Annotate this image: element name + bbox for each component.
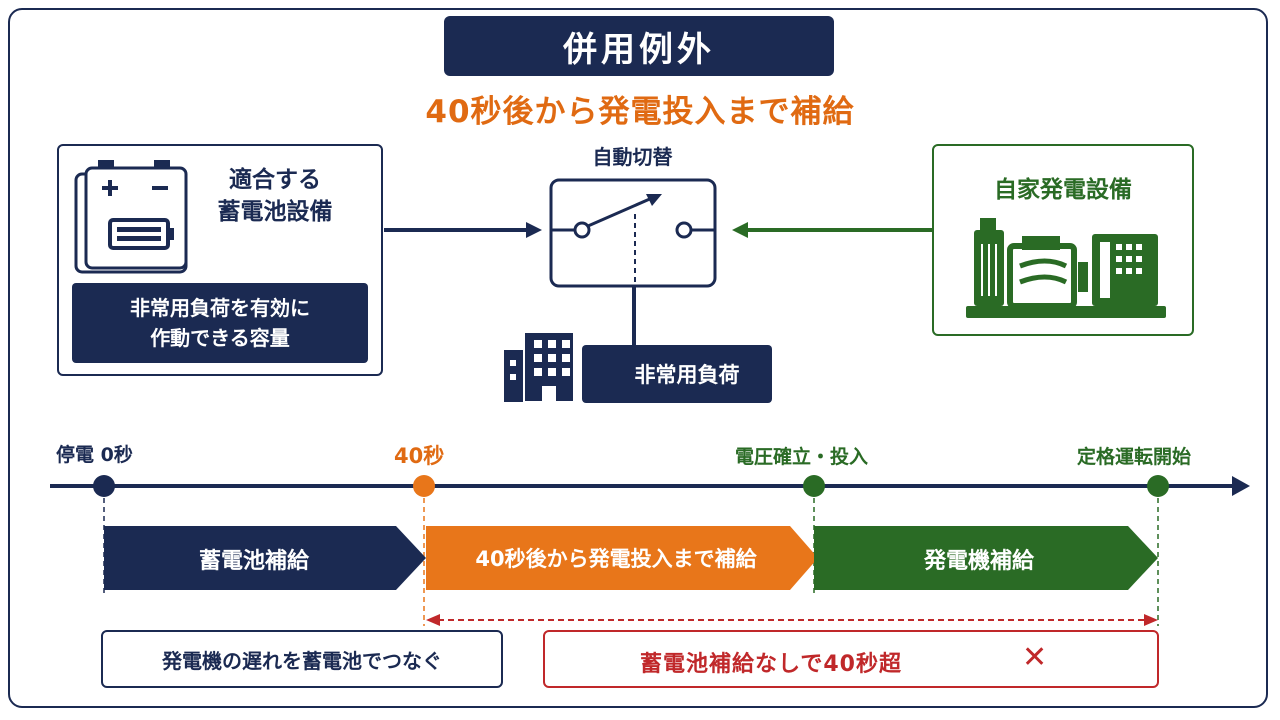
note-over-40s-text: 蓄電池補給なしで40秒超	[640, 652, 902, 677]
cross-icon: ✕	[1022, 640, 1048, 675]
battery-arrowhead	[526, 222, 542, 238]
building-icon	[504, 331, 575, 403]
timeline	[50, 475, 1250, 626]
timeline-point-voltage	[803, 475, 825, 497]
timeline-point-0	[93, 475, 115, 497]
timeline-point-40	[413, 475, 435, 497]
diagram-frame	[8, 8, 1268, 708]
battery-equipment-box	[57, 144, 383, 376]
timeline-arrowhead	[1232, 476, 1250, 496]
battery-label: 適合する 蓄電池設備	[200, 164, 350, 228]
bridge-supply-label: 40秒後から発電投入まで補給	[475, 547, 757, 571]
note-bridge-gap: 発電機の遅れを蓄電池でつなぐ	[101, 630, 503, 688]
timeline-label-40: 40秒	[394, 444, 445, 468]
note-over-40s-box	[543, 630, 1159, 688]
battery-label-line1: 適合する	[229, 167, 321, 193]
battery-capacity-box: 非常用負荷を有効に 作動できる容量	[72, 283, 368, 363]
switch-connections	[384, 178, 932, 348]
battery-supply-bar	[104, 526, 426, 590]
battery-supply-label: 蓄電池補給	[198, 549, 309, 574]
emergency-load-box: 非常用負荷	[582, 345, 772, 403]
battery-label-line2: 蓄電池設備	[217, 199, 333, 225]
generator-label: 自家発電設備	[994, 177, 1132, 203]
generator-equipment-box	[932, 144, 1194, 336]
page-subtitle: 40秒後から発電投入まで補給	[425, 94, 855, 130]
generator-supply-label: 発電機補給	[923, 549, 1034, 574]
generator-icon	[966, 218, 1166, 318]
battery-icon	[74, 160, 188, 274]
timeline-label-voltage: 電圧確立・投入	[735, 446, 869, 468]
generator-supply-bar	[814, 526, 1158, 590]
capacity-line2: 作動できる容量	[150, 326, 290, 350]
auto-switch-label: 自動切替	[592, 145, 673, 169]
page-title: 併用例外	[444, 16, 834, 76]
timeline-point-rated	[1147, 475, 1169, 497]
generator-arrowhead	[732, 222, 748, 238]
timeline-label-0: 停電 0秒	[56, 444, 133, 466]
timeline-label-rated: 定格運転開始	[1077, 446, 1192, 468]
bridge-supply-bar	[426, 526, 818, 590]
capacity-line1: 非常用負荷を有効に	[130, 296, 310, 320]
